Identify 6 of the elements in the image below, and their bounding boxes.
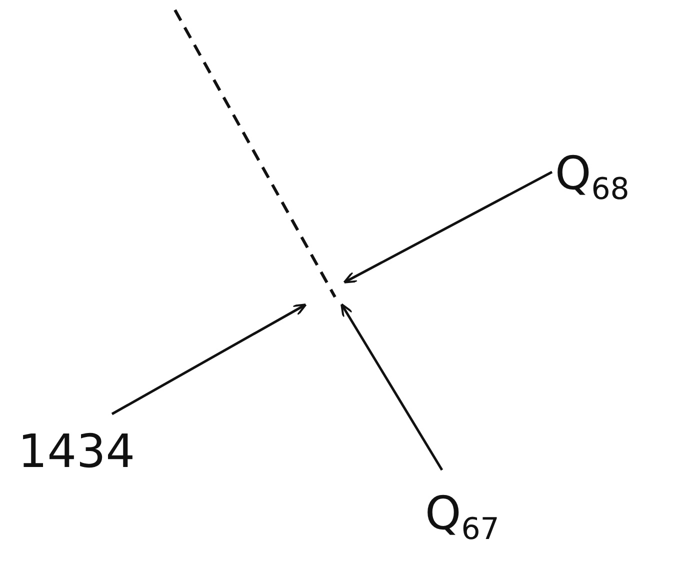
arrow (111, 304, 307, 416)
force-label: Q$_{67}$ (425, 490, 500, 546)
force-label: Q$_{68}$ (555, 150, 630, 206)
arrow (343, 170, 553, 284)
arrow (340, 303, 444, 471)
force-label: 1434 (18, 428, 136, 474)
